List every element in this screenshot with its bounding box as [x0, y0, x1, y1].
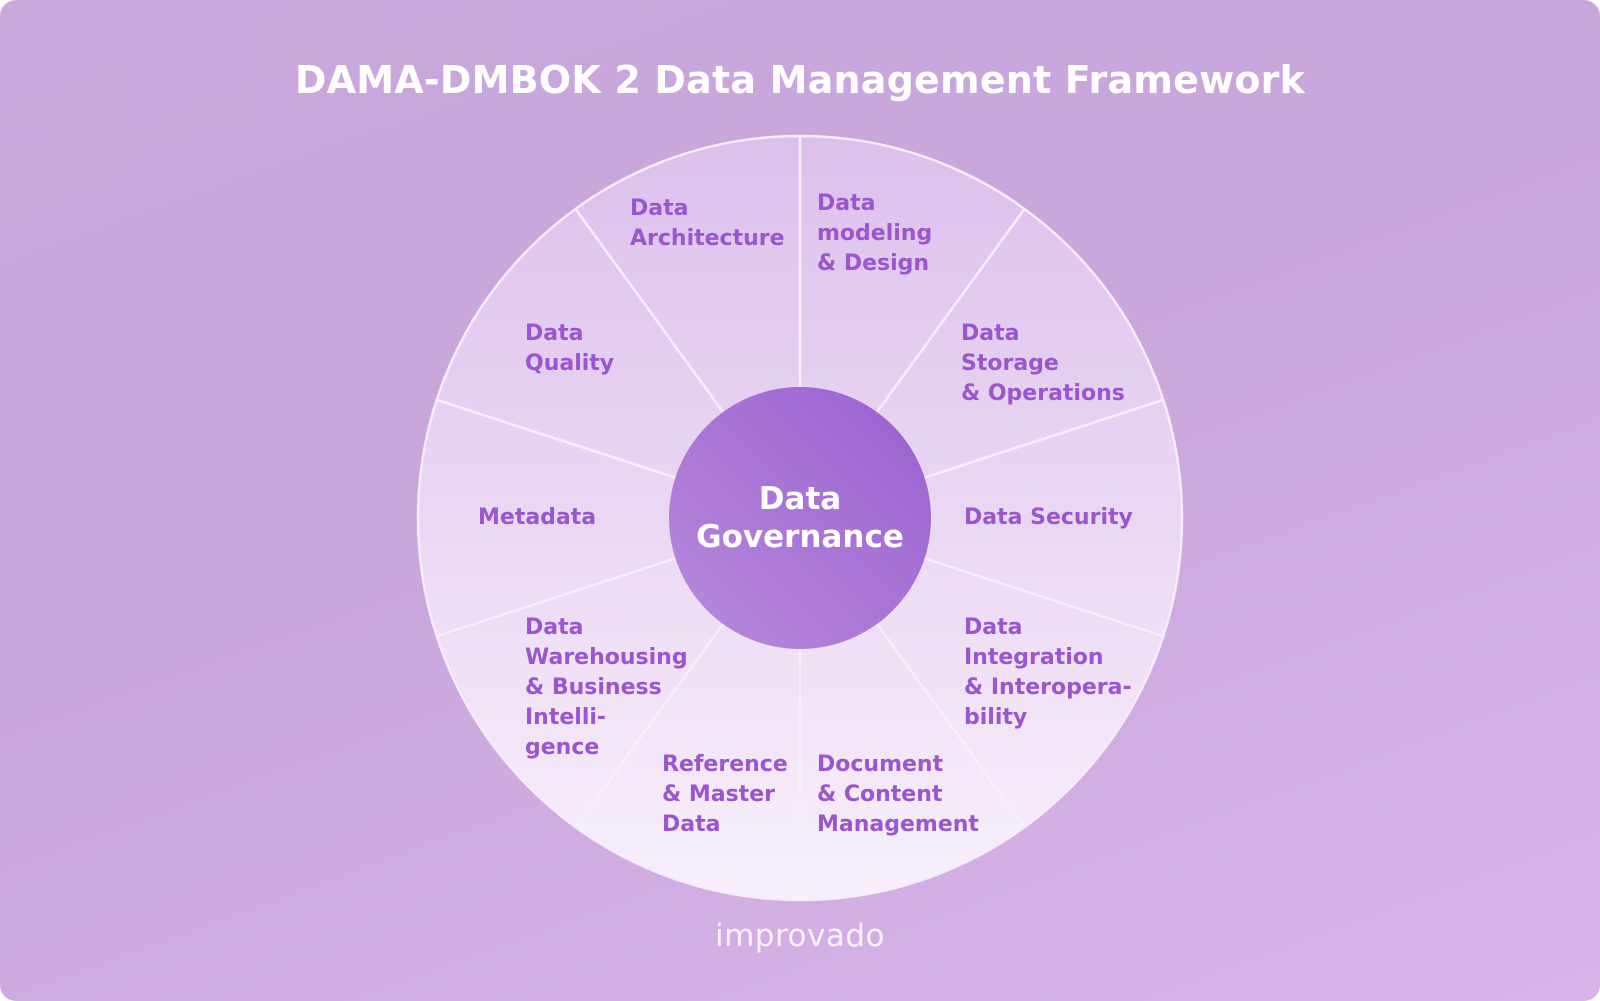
improvado-logo: improvado: [714, 918, 885, 954]
segment-label-line: Intelli-: [525, 705, 606, 730]
segment-label-line: Metadata: [478, 505, 596, 530]
segment-label-line: Document: [817, 752, 944, 777]
segment-label-line: Storage: [961, 351, 1059, 376]
segment-label-line: Data: [525, 321, 583, 346]
segment-label-line: Data: [961, 321, 1019, 346]
segment-label-line: modeling: [817, 221, 932, 246]
segment-label-line: Reference: [662, 752, 788, 777]
segment-label-line: Data: [630, 196, 688, 221]
segment-divider: [924, 398, 1164, 479]
segment-divider: [574, 623, 725, 828]
segment-divider: [436, 557, 676, 638]
diagram-title: DAMA-DMBOK 2 Data Management Framework: [294, 58, 1306, 102]
segment-label-line: & Design: [817, 251, 929, 276]
segment-divider: [875, 208, 1026, 413]
center-circle: [669, 387, 931, 649]
segment-label-data-security: Data Security: [964, 505, 1133, 530]
segment-label-line: bility: [964, 705, 1027, 730]
segment-label-line: & Operations: [961, 381, 1125, 406]
segment-label-line: & Content: [817, 782, 943, 807]
segment-label-line: & Master: [662, 782, 775, 807]
segment-label-metadata: Metadata: [478, 505, 596, 530]
segment-divider: [924, 557, 1164, 638]
segment-label-line: Management: [817, 812, 979, 837]
segment-label-line: Quality: [525, 351, 614, 376]
segment-divider: [436, 398, 676, 479]
segment-divider: [875, 623, 1026, 828]
segment-label-line: Architecture: [630, 226, 785, 251]
segment-label-line: & Interopera-: [964, 675, 1132, 700]
segment-label-line: Warehousing: [525, 645, 688, 670]
segment-label-line: gence: [525, 735, 599, 760]
segment-dividers: [436, 136, 1164, 900]
segment-label-data-modeling-design: Data modeling & Design: [817, 191, 932, 276]
segment-divider: [574, 208, 725, 413]
segment-label-line: Data Security: [964, 505, 1133, 530]
segment-label-line: Data: [817, 191, 875, 216]
segment-label-line: & Business: [525, 675, 662, 700]
center-label-line: Data: [759, 481, 841, 517]
segment-label-line: Integration: [964, 645, 1104, 670]
center-label-line: Governance: [696, 519, 904, 555]
segment-label-line: Data: [662, 812, 720, 837]
segment-label-line: Data: [525, 615, 583, 640]
segment-label-line: Data: [964, 615, 1022, 640]
